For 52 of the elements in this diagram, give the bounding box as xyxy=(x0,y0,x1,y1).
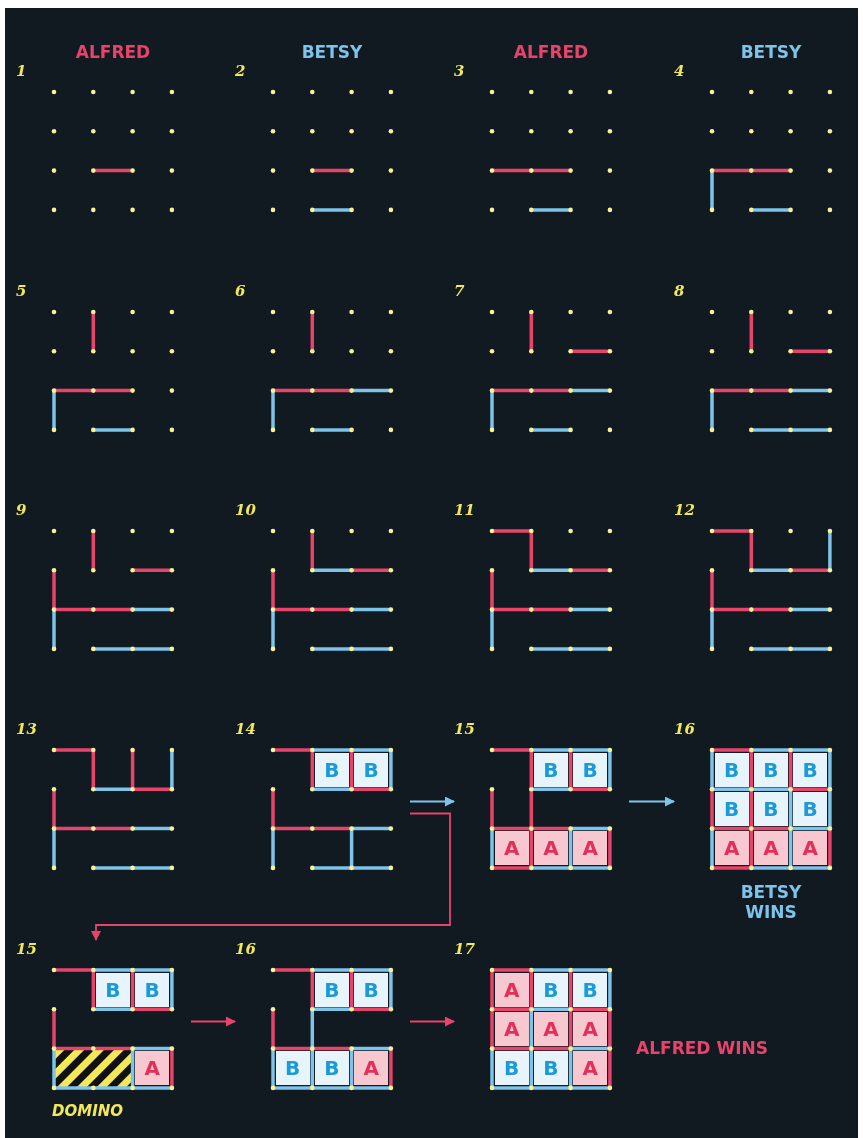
claimed-square: A xyxy=(354,1051,389,1086)
step-number: 1 xyxy=(16,62,27,80)
step-number: 3 xyxy=(454,62,465,80)
claimed-square: B xyxy=(275,1051,310,1086)
arrow xyxy=(409,796,455,807)
claimed-square: A xyxy=(494,831,529,866)
result-caption: DOMINO xyxy=(52,1102,124,1120)
step-number: 9 xyxy=(16,501,27,519)
step-number: 5 xyxy=(16,282,27,300)
step-number: 13 xyxy=(16,720,37,738)
arrow xyxy=(628,796,675,807)
claimed-square: A xyxy=(573,1011,608,1047)
claimed-square: B xyxy=(573,752,608,787)
player-heading: BETSY xyxy=(739,42,803,62)
claimed-square: B xyxy=(354,752,389,787)
arrow xyxy=(91,812,451,941)
step-number: 17 xyxy=(454,940,475,958)
step-number: 12 xyxy=(674,501,695,519)
player-heading: ALFRED xyxy=(74,42,152,62)
claimed-square: A xyxy=(135,1051,170,1086)
claimed-square: B xyxy=(793,791,828,827)
step-number: 16 xyxy=(674,720,695,738)
step-number: 11 xyxy=(454,501,475,519)
step-number: 2 xyxy=(235,62,246,80)
claimed-square: A xyxy=(533,831,569,866)
player-heading: BETSY xyxy=(300,42,364,62)
step-number: 4 xyxy=(674,62,685,80)
claimed-square: A xyxy=(573,831,608,866)
claimed-square: A xyxy=(573,1051,608,1086)
step-number: 8 xyxy=(674,282,685,300)
player-heading: ALFRED xyxy=(512,42,590,62)
step-number: 10 xyxy=(235,501,256,519)
claimed-square: A xyxy=(793,831,828,866)
step-number: 6 xyxy=(235,282,246,300)
claimed-square: B xyxy=(793,752,828,787)
claimed-square: B xyxy=(354,972,389,1007)
step-number: 15 xyxy=(454,720,475,738)
claimed-square: A xyxy=(714,831,749,866)
arrow xyxy=(409,1016,455,1027)
step-number: 16 xyxy=(235,940,256,958)
claimed-square: B xyxy=(135,972,170,1007)
claimed-square: B xyxy=(494,1051,529,1086)
result-caption: BETSY WINS xyxy=(739,882,803,922)
claimed-square: B xyxy=(573,972,608,1007)
result-caption: ALFRED WINS xyxy=(635,1038,769,1058)
claimed-square: A xyxy=(753,831,789,866)
step-number: 15 xyxy=(16,940,37,958)
claimed-square: B xyxy=(533,1051,569,1086)
step-number: 7 xyxy=(454,282,465,300)
arrow xyxy=(190,1016,236,1027)
step-number: 14 xyxy=(235,720,256,738)
claimed-square: B xyxy=(314,1051,350,1086)
